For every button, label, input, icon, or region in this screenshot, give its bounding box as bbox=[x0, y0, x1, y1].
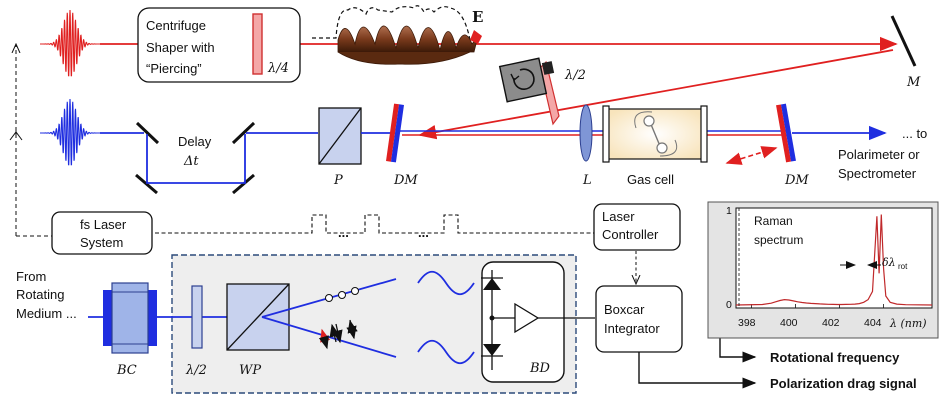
y-tick-0: 0 bbox=[726, 299, 732, 311]
delay-label: Delay bbox=[178, 134, 212, 149]
red-pulse bbox=[40, 9, 100, 77]
bc-label: BC bbox=[116, 363, 137, 378]
field-e-label: E bbox=[472, 8, 483, 26]
centrifuge-line2: Shaper with bbox=[146, 40, 215, 55]
wp-label: WP bbox=[239, 363, 261, 378]
bluePulse-wave bbox=[40, 98, 100, 166]
feedback-loop bbox=[9, 44, 52, 237]
laser-controller-box bbox=[593, 203, 681, 251]
boxcar-line1: Boxcar bbox=[604, 302, 645, 317]
x-tick-400: 400 bbox=[780, 317, 798, 329]
half-wave-bottom-label: λ/2 bbox=[185, 363, 207, 378]
delay-line: Delay Δt bbox=[135, 121, 256, 195]
laser-ctrl-line2: Controller bbox=[602, 227, 659, 242]
dots-2: ... bbox=[418, 225, 429, 240]
delay-dt-label: Δt bbox=[183, 154, 199, 169]
spectrum-line bbox=[735, 214, 933, 306]
mirror-m bbox=[890, 15, 917, 67]
quarter-wave-plate bbox=[252, 13, 263, 75]
pulse-train bbox=[155, 214, 594, 234]
fs-laser-box bbox=[51, 211, 153, 255]
delta-lambda-label: δλ bbox=[882, 256, 896, 269]
output-polarization-drag: Polarization drag signal bbox=[770, 376, 917, 391]
wave-upper bbox=[417, 270, 475, 296]
lens-label: L bbox=[582, 173, 592, 188]
gas-cell-label: Gas cell bbox=[627, 172, 674, 187]
fs-line2: System bbox=[80, 235, 123, 250]
bd-label: BD bbox=[529, 361, 551, 376]
from-line3: Medium ... bbox=[16, 306, 77, 321]
boxcar-output-line bbox=[638, 352, 757, 389]
output-rotational-frequency: Rotational frequency bbox=[770, 350, 900, 365]
fs-line1: fs Laser bbox=[80, 217, 127, 232]
polarization-dots bbox=[325, 287, 359, 302]
half-wave-plate-bottom bbox=[191, 285, 203, 349]
y-tick-1: 1 bbox=[726, 205, 732, 217]
delta-lambda-sub: rot bbox=[898, 262, 908, 271]
mirror-m-label: M bbox=[906, 75, 921, 90]
x-tick-404: 404 bbox=[864, 317, 882, 329]
x-tick-402: 402 bbox=[822, 317, 840, 329]
inset-title-line1: Raman bbox=[754, 214, 793, 228]
to-line3: Spectrometer bbox=[838, 166, 917, 181]
polarizer-label: P bbox=[333, 173, 343, 188]
spectrum-output-line bbox=[719, 338, 757, 363]
red-beam-diagonal bbox=[418, 49, 894, 140]
blue-pulse bbox=[40, 98, 100, 166]
dichroic-mirror-right bbox=[776, 104, 792, 163]
centrifuge-line3: “Piercing” bbox=[146, 61, 202, 76]
laser-ctrl-line1: Laser bbox=[602, 209, 635, 224]
half-wave-top-label: λ/2 bbox=[564, 68, 586, 83]
centrifuge-field-illustration: E bbox=[312, 5, 483, 65]
boxcar-integrator-box bbox=[595, 285, 683, 353]
balanced-detector: BD bbox=[481, 261, 595, 383]
x-axis-label: λ (nm) bbox=[889, 317, 927, 330]
x-tick-398: 398 bbox=[738, 317, 756, 329]
dm-right-label: DM bbox=[784, 173, 809, 188]
wave-lower bbox=[417, 339, 475, 365]
lens-l bbox=[579, 104, 593, 162]
from-line2: Rotating bbox=[16, 287, 64, 302]
polarization-arrows bbox=[318, 319, 358, 350]
raman-spectrum-inset: Raman spectrum δλ rot 1 0 398 400 402 40… bbox=[707, 201, 939, 339]
bc-compensator bbox=[103, 282, 157, 354]
gas-cell: Gas cell bbox=[602, 105, 708, 187]
rotator-half-wave: λ/2 bbox=[498, 57, 586, 126]
to-line2: Polarimeter or bbox=[838, 147, 920, 162]
red-dump bbox=[725, 146, 778, 165]
dots-1: ... bbox=[338, 225, 349, 240]
spectrum-plot-area bbox=[735, 207, 933, 309]
quarter-wave-label: λ/4 bbox=[267, 61, 289, 76]
dichroic-mirror-left bbox=[386, 103, 400, 162]
redPulse-wave bbox=[40, 9, 100, 77]
from-line1: From bbox=[16, 269, 46, 284]
inset-title-line2: spectrum bbox=[754, 233, 803, 247]
to-line1: ... to bbox=[902, 126, 927, 141]
centrifuge-line1: Centrifuge bbox=[146, 18, 206, 33]
dm-left-label: DM bbox=[393, 173, 418, 188]
boxcar-line2: Integrator bbox=[604, 321, 660, 336]
